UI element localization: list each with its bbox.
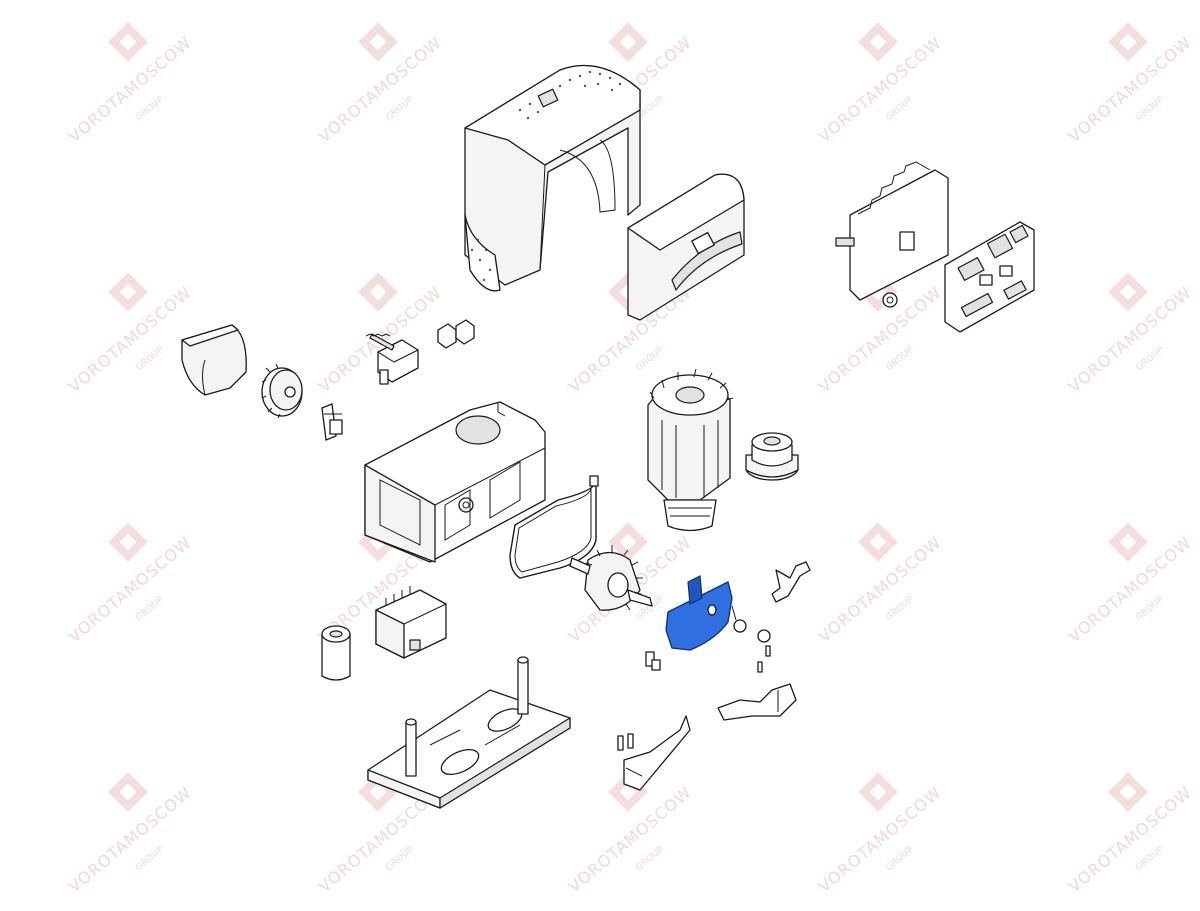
gasket[interactable]: [509, 475, 599, 579]
transformer[interactable]: [375, 586, 447, 659]
control-board-bracket[interactable]: [835, 161, 949, 308]
control-board[interactable]: [944, 221, 1035, 333]
limit-clips[interactable]: [437, 319, 475, 349]
gearbox-housing[interactable]: [364, 401, 546, 563]
knob[interactable]: [771, 561, 811, 603]
bracket-highlighted[interactable]: [665, 575, 733, 651]
limit-switch-arm-right[interactable]: [717, 683, 797, 721]
limit-switch-arm-left[interactable]: [617, 715, 691, 791]
screws[interactable]: [645, 605, 771, 673]
capacitor[interactable]: [321, 625, 351, 681]
worm-shaft[interactable]: [569, 545, 653, 611]
foundation-plate[interactable]: [367, 656, 571, 809]
side-cover[interactable]: [627, 173, 745, 321]
release-lever-block[interactable]: [365, 333, 419, 385]
motor[interactable]: [647, 368, 734, 532]
pulley[interactable]: [745, 432, 799, 481]
pinion-guard[interactable]: [181, 324, 247, 396]
top-cover[interactable]: [464, 64, 641, 292]
pinion-gear[interactable]: [261, 363, 303, 419]
cable-clip[interactable]: [321, 403, 343, 441]
